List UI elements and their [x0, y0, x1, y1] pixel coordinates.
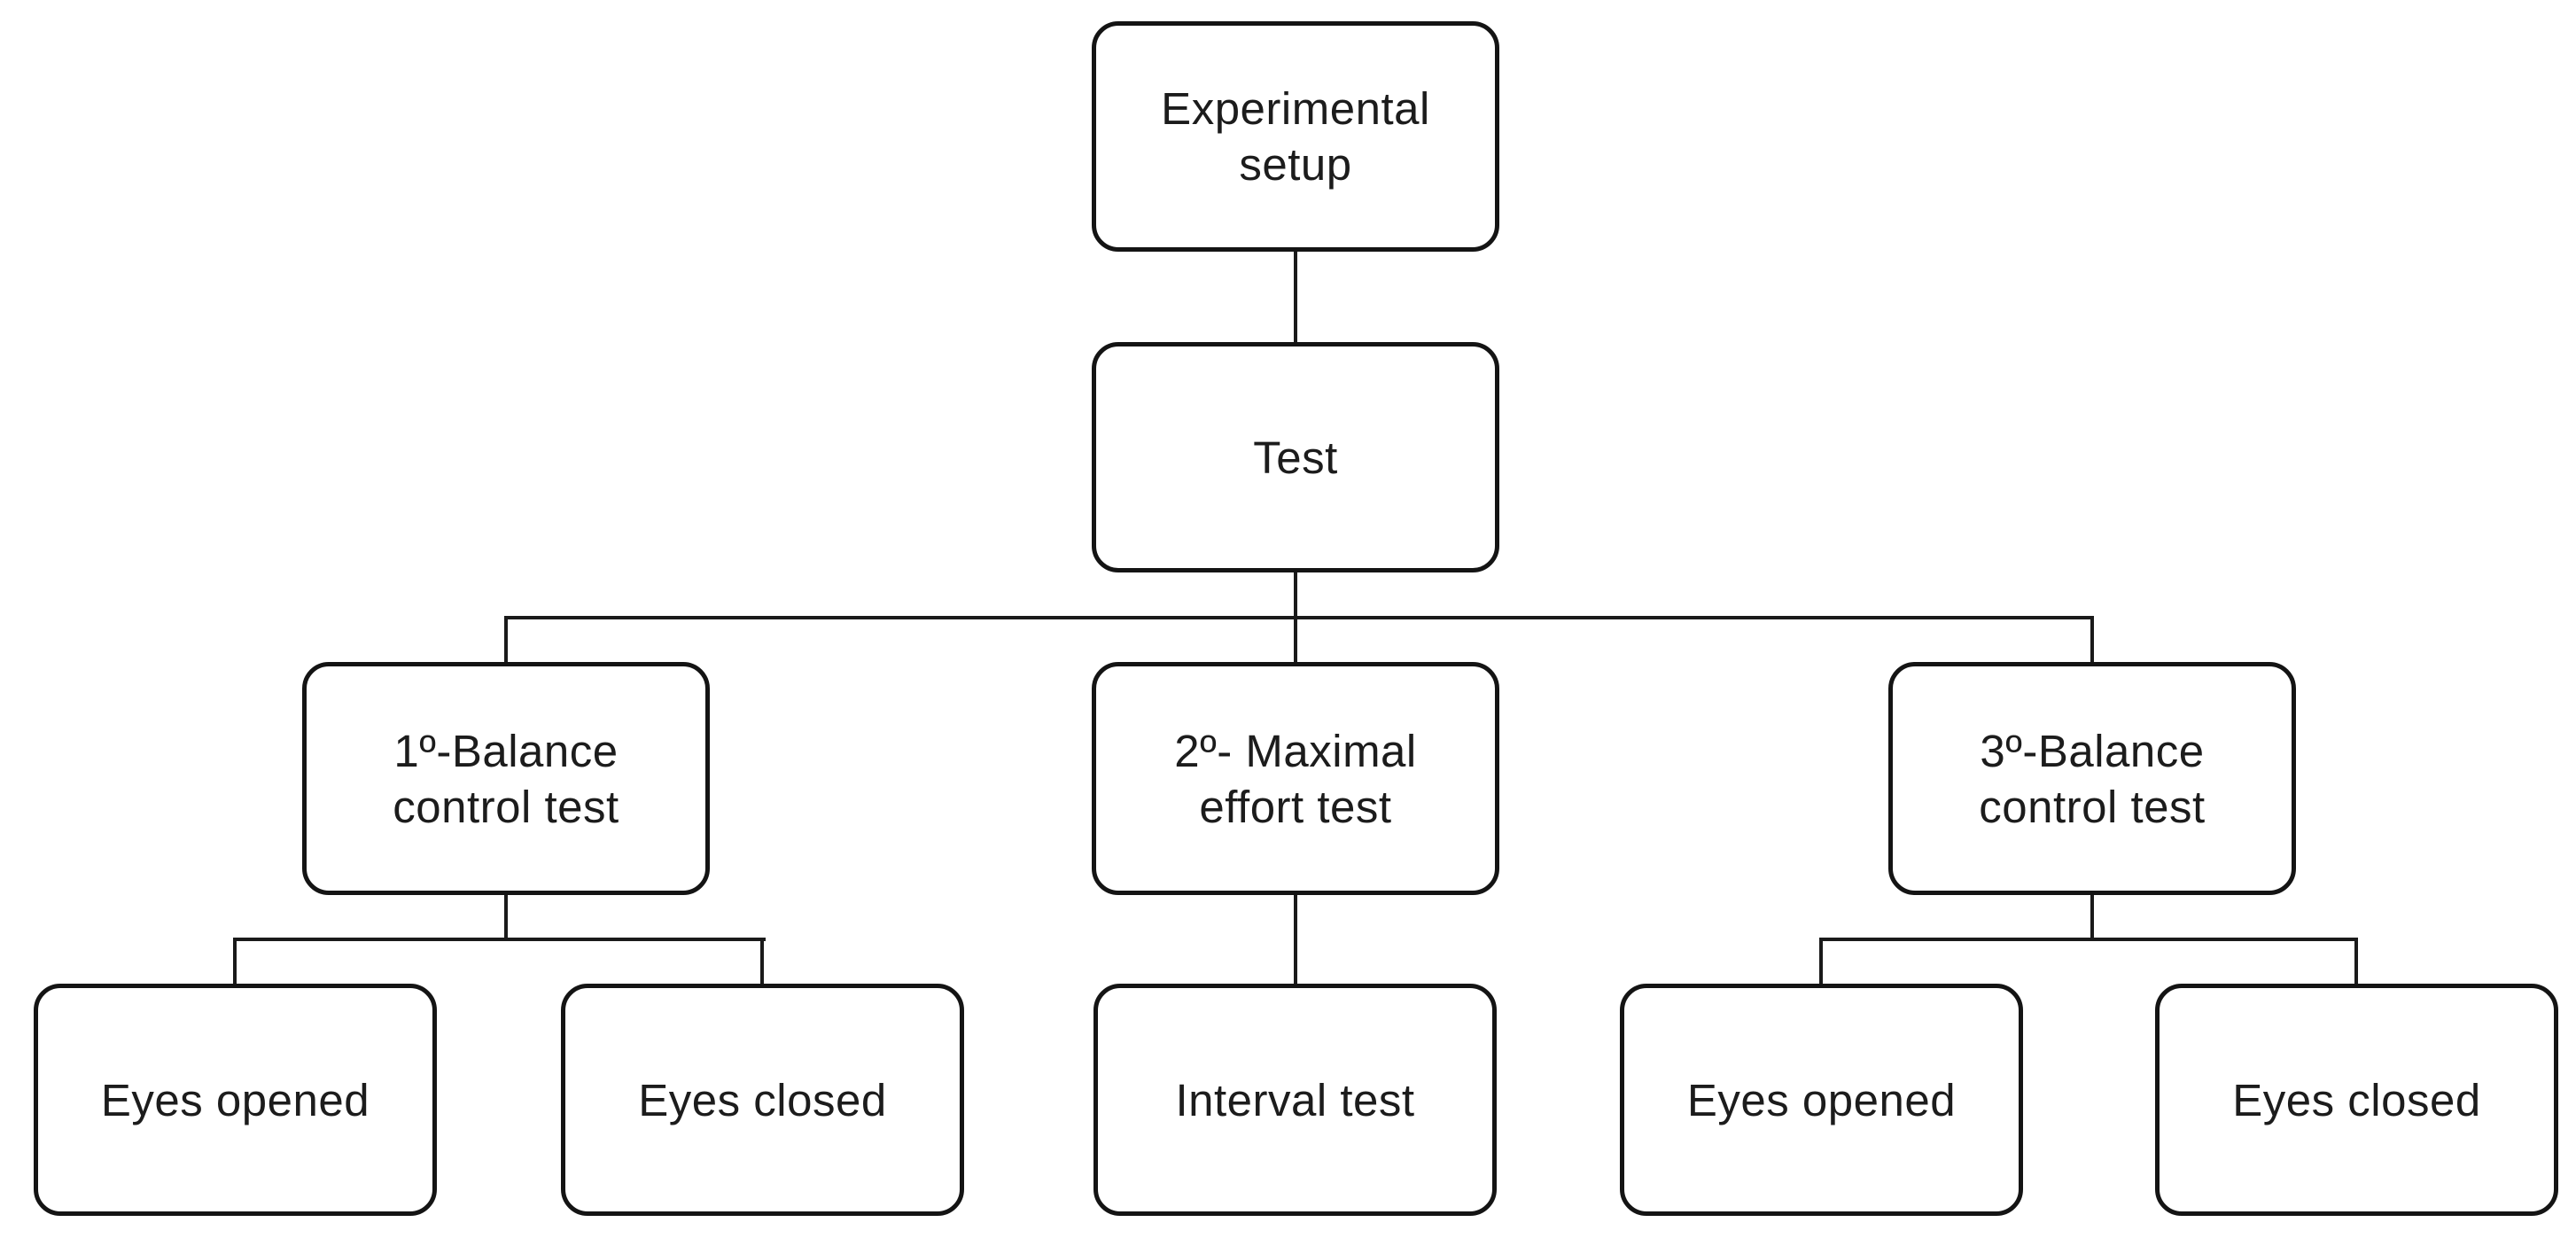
node-maximal-effort-test-label: 2º- Maximal effort test: [1174, 725, 1417, 832]
edge-right-branch-bar: [1819, 938, 2358, 941]
edge-stub-to-balance-control-3: [2090, 616, 2094, 666]
node-experimental-setup: Experimental setup: [1092, 21, 1499, 252]
node-balance-control-test-3-label: 3º-Balance control test: [1979, 725, 2206, 832]
edge-main-branch-bar: [504, 616, 2094, 619]
node-eyes-closed-right-label: Eyes closed: [2232, 1074, 2481, 1125]
node-balance-control-test-1: 1º-Balance control test: [302, 662, 710, 895]
node-balance-control-test-3: 3º-Balance control test: [1888, 662, 2296, 895]
edge-stub-to-balance-control-1: [504, 616, 508, 666]
node-maximal-effort-test: 2º- Maximal effort test: [1092, 662, 1499, 895]
node-eyes-opened-left-label: Eyes opened: [100, 1074, 370, 1125]
node-interval-test-label: Interval test: [1175, 1074, 1415, 1125]
node-experimental-setup-label: Experimental setup: [1161, 83, 1430, 190]
edge-stub-to-eyes-closed-left: [760, 938, 764, 987]
node-eyes-opened-right: Eyes opened: [1620, 984, 2023, 1216]
edge-stub-to-eyes-closed-right: [2354, 938, 2358, 987]
edge-left-branch-bar: [233, 938, 766, 941]
edge-balance-control-3-to-bar: [2090, 892, 2094, 941]
node-eyes-closed-right: Eyes closed: [2155, 984, 2558, 1216]
edge-stub-to-eyes-opened-right: [1819, 938, 1823, 987]
node-eyes-closed-left-label: Eyes closed: [638, 1074, 887, 1125]
edge-experimental-setup-to-test: [1294, 246, 1297, 346]
edge-stub-to-eyes-opened-left: [233, 938, 237, 987]
node-balance-control-test-1-label: 1º-Balance control test: [393, 725, 619, 832]
node-interval-test: Interval test: [1093, 984, 1497, 1216]
node-eyes-opened-left: Eyes opened: [34, 984, 437, 1216]
node-test-label: Test: [1253, 432, 1338, 483]
node-eyes-closed-left: Eyes closed: [561, 984, 964, 1216]
edge-maximal-effort-to-interval-test: [1294, 892, 1297, 987]
node-eyes-opened-right-label: Eyes opened: [1686, 1074, 1957, 1125]
edge-balance-control-1-to-bar: [504, 892, 508, 941]
node-test: Test: [1092, 342, 1499, 572]
